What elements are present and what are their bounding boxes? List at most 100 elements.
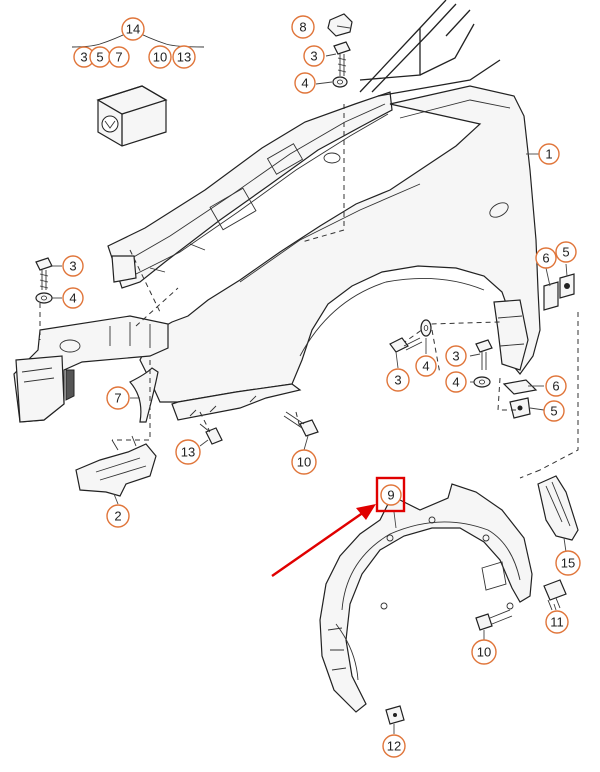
screw-3-right	[475, 339, 493, 370]
clip-5-lower	[509, 397, 531, 419]
callout-label: 7	[114, 391, 121, 406]
callout-c3a: 3	[303, 45, 325, 67]
callout-c14d: 10	[148, 45, 172, 69]
dashed-guide	[295, 411, 301, 429]
callout-bubble	[62, 255, 84, 277]
screw-3-top	[333, 41, 351, 76]
dashed-guide	[135, 287, 179, 327]
callout-label: 10	[297, 455, 311, 470]
callout-bubble	[108, 46, 130, 68]
washer-4-top	[332, 76, 348, 88]
callout-bubble	[121, 17, 145, 41]
callout-label: 11	[550, 615, 564, 630]
callout-bubble	[543, 400, 565, 422]
callout-label: 4	[301, 76, 308, 91]
callout-bubble	[291, 15, 315, 39]
washer-4-left	[35, 292, 53, 304]
callout-bubble	[555, 550, 581, 576]
callout-c3c: 3	[386, 368, 410, 392]
callout-bubble	[445, 345, 467, 367]
callout-label: 15	[561, 556, 575, 571]
clip-12	[385, 705, 405, 725]
dashed-guide	[301, 229, 345, 243]
callout-c14c: 7	[108, 46, 130, 68]
dashed-guide	[199, 411, 211, 433]
callout-c4b: 4	[62, 287, 84, 309]
callout-label: 3	[80, 50, 87, 65]
callout-bubble	[386, 368, 410, 392]
callout-bubble	[380, 484, 402, 506]
callout-label: 2	[114, 509, 121, 524]
callout-bubble	[62, 287, 84, 309]
callout-c6b: 6	[545, 375, 567, 397]
repair-kit-box	[96, 85, 168, 147]
screw-10-upper	[283, 411, 319, 437]
leader-lines	[50, 25, 568, 734]
callout-bubble	[106, 386, 130, 410]
callout-label: 4	[452, 375, 459, 390]
body-pillar	[359, 0, 501, 97]
callout-c8: 8	[291, 15, 315, 39]
callout-c9: 9	[380, 484, 402, 506]
washer-4-right	[473, 376, 491, 388]
front-fender	[139, 85, 541, 421]
dashed-guide	[129, 249, 161, 313]
highlight-box-part-9	[375, 476, 406, 513]
red-arrow	[271, 504, 376, 577]
callout-c4c: 4	[415, 355, 437, 377]
callout-c4a: 4	[294, 72, 316, 94]
expanding-clip-11	[543, 579, 567, 611]
callout-label: 3	[452, 349, 459, 364]
callout-label: 13	[177, 50, 191, 65]
fender-support-bracket	[107, 91, 393, 289]
callout-bubble	[148, 45, 172, 69]
callout-c14: 14	[121, 17, 145, 41]
callout-bubble	[294, 72, 316, 94]
callout-c3d: 3	[445, 345, 467, 367]
callout-bubble	[106, 504, 130, 528]
screw-3-left	[35, 257, 53, 290]
screw-3-mid	[389, 337, 423, 353]
callout-label: 4	[422, 359, 429, 374]
dashed-guide	[497, 377, 520, 411]
callout-bubble	[535, 247, 557, 269]
callout-label: 9	[387, 488, 394, 503]
callout-c3b: 3	[62, 255, 84, 277]
screw-13	[199, 423, 223, 445]
callout-bubble	[445, 371, 467, 393]
callout-bubble	[415, 355, 437, 377]
callout-c11: 11	[545, 610, 569, 634]
callout-label: 4	[69, 291, 76, 306]
callout-label: 6	[542, 251, 549, 266]
callout-label: 3	[394, 373, 401, 388]
callout-c15: 15	[555, 550, 581, 576]
lock-carrier-bracket	[13, 315, 169, 423]
callout-bubble	[545, 610, 569, 634]
callout-bubble	[555, 241, 577, 263]
callout-label: 10	[477, 645, 491, 660]
dashed-guide	[539, 312, 579, 471]
callout-label: 5	[96, 50, 103, 65]
dashed-guide	[431, 329, 441, 375]
callout-label: 5	[562, 245, 569, 260]
callout-c5a: 5	[555, 241, 577, 263]
fender-inner-edge	[493, 299, 529, 371]
callout-c12: 12	[382, 734, 406, 758]
callout-label: 3	[69, 259, 76, 274]
wheel-housing-liner	[319, 483, 533, 713]
screw-10-lower	[475, 609, 513, 631]
callout-label: 5	[550, 404, 557, 419]
callout-bubble	[175, 439, 201, 465]
lower-bracket	[75, 435, 157, 497]
dashed-guide	[519, 469, 541, 479]
callout-label: 12	[387, 739, 401, 754]
callout-bubble	[291, 449, 317, 475]
washer-4-mid	[420, 319, 432, 337]
callout-bubble	[538, 143, 560, 165]
nut-8	[327, 13, 353, 37]
callout-bubble	[545, 375, 567, 397]
callout-c13: 13	[175, 439, 201, 465]
